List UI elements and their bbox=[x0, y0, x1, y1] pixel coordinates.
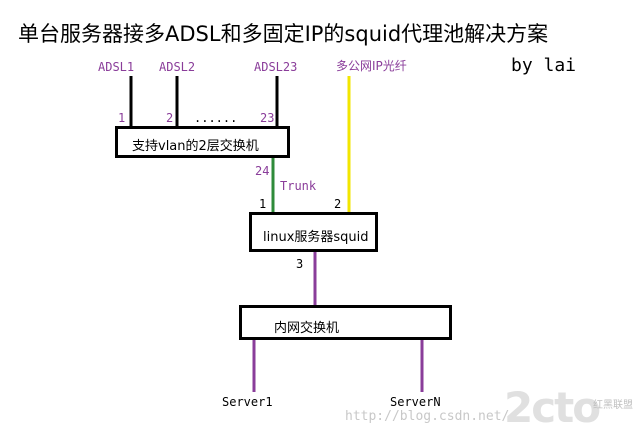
switch-port-23: 23 bbox=[260, 111, 275, 125]
trunk-port-label: 24 bbox=[255, 164, 270, 178]
site-logo: 2cto bbox=[504, 383, 601, 432]
diagram-title: 单台服务器接多ADSL和多固定IP的squid代理池解决方案 bbox=[18, 22, 549, 46]
server1-label: Server1 bbox=[222, 395, 273, 409]
server-port-3: 3 bbox=[296, 257, 304, 271]
adsl23-label: ADSL23 bbox=[254, 60, 298, 74]
switch-port-ellipsis: ...... bbox=[194, 111, 238, 125]
author-label: by lai bbox=[511, 55, 577, 76]
switch-port-2: 2 bbox=[166, 111, 174, 125]
trunk-label: Trunk bbox=[280, 179, 317, 193]
servern-label: ServerN bbox=[390, 395, 441, 409]
vlan-switch-label: 支持vlan的2层交换机 bbox=[132, 139, 259, 154]
switch-port-1: 1 bbox=[118, 111, 126, 125]
site-logo-subtitle: 红黑联盟 bbox=[593, 400, 633, 411]
lan-switch-label: 内网交换机 bbox=[274, 321, 340, 336]
blog-watermark: http://blog.csdn.net/ bbox=[345, 409, 510, 424]
fiber-label: 多公网IP光纤 bbox=[336, 59, 407, 73]
adsl2-label: ADSL2 bbox=[159, 60, 196, 74]
linux-server-box: linux服务器squid bbox=[249, 212, 378, 252]
linux-server-label: linux服务器squid bbox=[263, 230, 369, 245]
lan-switch-box: 内网交换机 bbox=[239, 305, 452, 340]
adsl1-label: ADSL1 bbox=[98, 60, 135, 74]
vlan-switch-box: 支持vlan的2层交换机 bbox=[115, 126, 290, 158]
server-port-1: 1 bbox=[259, 197, 267, 211]
server-port-2: 2 bbox=[334, 197, 342, 211]
